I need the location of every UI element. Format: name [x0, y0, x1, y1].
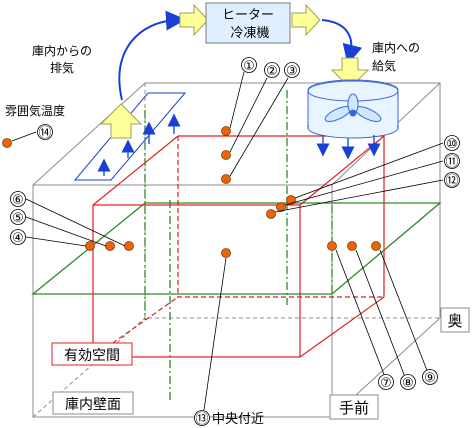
effective-space-label-box [51, 342, 133, 366]
marker-8: ⑧ [402, 376, 414, 391]
sensor-2 [221, 150, 231, 160]
marker-10: ⑩ [446, 137, 458, 152]
supply-flow-curve [321, 19, 363, 65]
sensor-12 [266, 209, 276, 219]
marker-14-ring [37, 124, 53, 140]
front-label-box [329, 394, 379, 420]
fan-icon [324, 93, 382, 122]
sensor-7 [327, 241, 337, 251]
marker-9: ⑨ [424, 371, 436, 386]
heater-in-arrow [179, 3, 209, 37]
ambient-label: 雰囲気温度 [5, 103, 65, 118]
fan-unit [307, 79, 399, 160]
sensor-11 [276, 202, 286, 212]
leader-lines [25, 71, 444, 411]
cooler-label: 冷凍機 [230, 25, 269, 41]
exhaust-arrow [99, 103, 143, 139]
supply-label-line1: 庫内への [372, 41, 420, 55]
marker-11: ⑪ [445, 155, 458, 170]
exhaust-label-line2: 排気 [50, 60, 74, 75]
front-label: 手前 [339, 399, 369, 417]
marker-5: ⑤ [12, 211, 24, 226]
marker-3: ③ [286, 64, 298, 79]
effective-space-box [92, 135, 385, 358]
marker-4: ④ [12, 231, 24, 246]
marker-2: ② [266, 64, 278, 79]
sensor-14 [2, 138, 12, 148]
chamber-wall-label: 庫内壁面 [65, 396, 121, 413]
exhaust-vent [73, 92, 187, 181]
heater-out-arrow [291, 3, 321, 37]
marker-6: ⑥ [12, 193, 24, 208]
sensor-13 [221, 248, 231, 258]
marker-12: ⑫ [445, 174, 458, 189]
back-label-box [440, 307, 470, 333]
sensor-4 [85, 241, 95, 251]
sensor-1 [221, 126, 231, 136]
marker-13: ⑬ [195, 412, 208, 427]
leader-14 [11, 131, 37, 142]
marker-1: ① [243, 59, 255, 74]
marker-7: ⑦ [380, 376, 392, 391]
sensor-5 [105, 241, 115, 251]
heater-cooler-box [205, 2, 291, 44]
marker-14: ⑭ [38, 126, 51, 141]
sensor-8 [347, 241, 357, 251]
sensor-9 [371, 241, 381, 251]
back-label: 奥 [447, 312, 462, 330]
supply-label-line2: 給気 [372, 58, 396, 73]
effective-space-label: 有効空間 [64, 348, 120, 364]
exhaust-flow-curve [118, 10, 186, 101]
sensor-10 [286, 195, 296, 205]
sensor-3 [221, 174, 231, 184]
supply-arrow [330, 57, 370, 89]
chamber-wall-label-box [52, 391, 134, 415]
exhaust-label-line1: 庫内からの [32, 44, 92, 58]
sensor-6 [124, 241, 134, 251]
marker-labels [10, 57, 460, 426]
center-label: 中央付近 [212, 412, 264, 427]
heater-label: ヒーター [222, 8, 274, 23]
